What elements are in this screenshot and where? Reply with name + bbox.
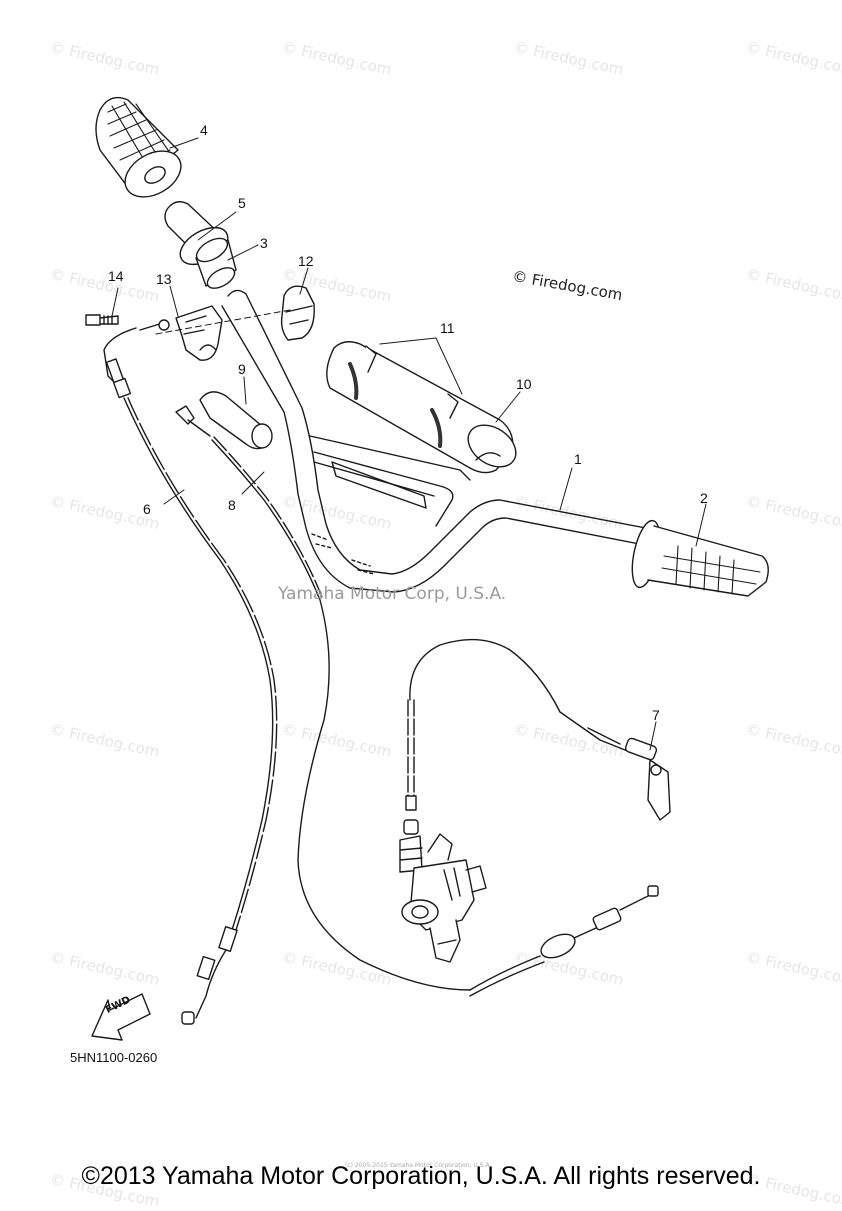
throttle-housing-holder	[280, 285, 315, 341]
callout-11: 11	[440, 320, 455, 336]
callout-3: 3	[260, 235, 268, 251]
pad-band	[348, 345, 459, 448]
lower-cable	[469, 885, 659, 997]
handlebar-pad	[326, 341, 517, 474]
callout-7: 7	[652, 707, 660, 723]
callout-10: 10	[516, 376, 532, 392]
tiny-notice: (c) 2005-2015 Yamaha Motor Corporation, …	[345, 1162, 492, 1169]
throttle-cable	[123, 397, 278, 1025]
callout-12: 12	[298, 253, 314, 269]
starter-lever	[175, 391, 273, 450]
callout-5: 5	[238, 195, 246, 211]
callout-4: 4	[200, 122, 208, 138]
screw	[85, 314, 119, 326]
callout-8: 8	[228, 497, 236, 513]
choke-cable	[405, 638, 671, 821]
carburetor	[399, 819, 487, 963]
right-grip	[631, 519, 769, 597]
callout-14: 14	[108, 268, 124, 284]
left-grip	[95, 96, 182, 198]
collar	[195, 237, 237, 289]
callout-9: 9	[238, 361, 246, 377]
starter-cable	[211, 436, 471, 991]
callout-6: 6	[143, 501, 151, 517]
fwd-arrow	[91, 993, 151, 1041]
callout-13: 13	[156, 271, 172, 287]
callout-1: 1	[574, 451, 582, 467]
throttle-housing	[175, 305, 223, 361]
center-watermark: Yamaha Motor Corp, U.S.A.	[278, 584, 507, 604]
throttle-cable-end	[103, 319, 170, 399]
copyright-notice: ©2013 Yamaha Motor Corporation, U.S.A. A…	[81, 1162, 761, 1190]
leader-lines	[111, 137, 707, 751]
handlebar	[221, 289, 657, 593]
diagram-code: 5HN1100-0260	[70, 1050, 158, 1065]
callout-2: 2	[700, 490, 708, 506]
